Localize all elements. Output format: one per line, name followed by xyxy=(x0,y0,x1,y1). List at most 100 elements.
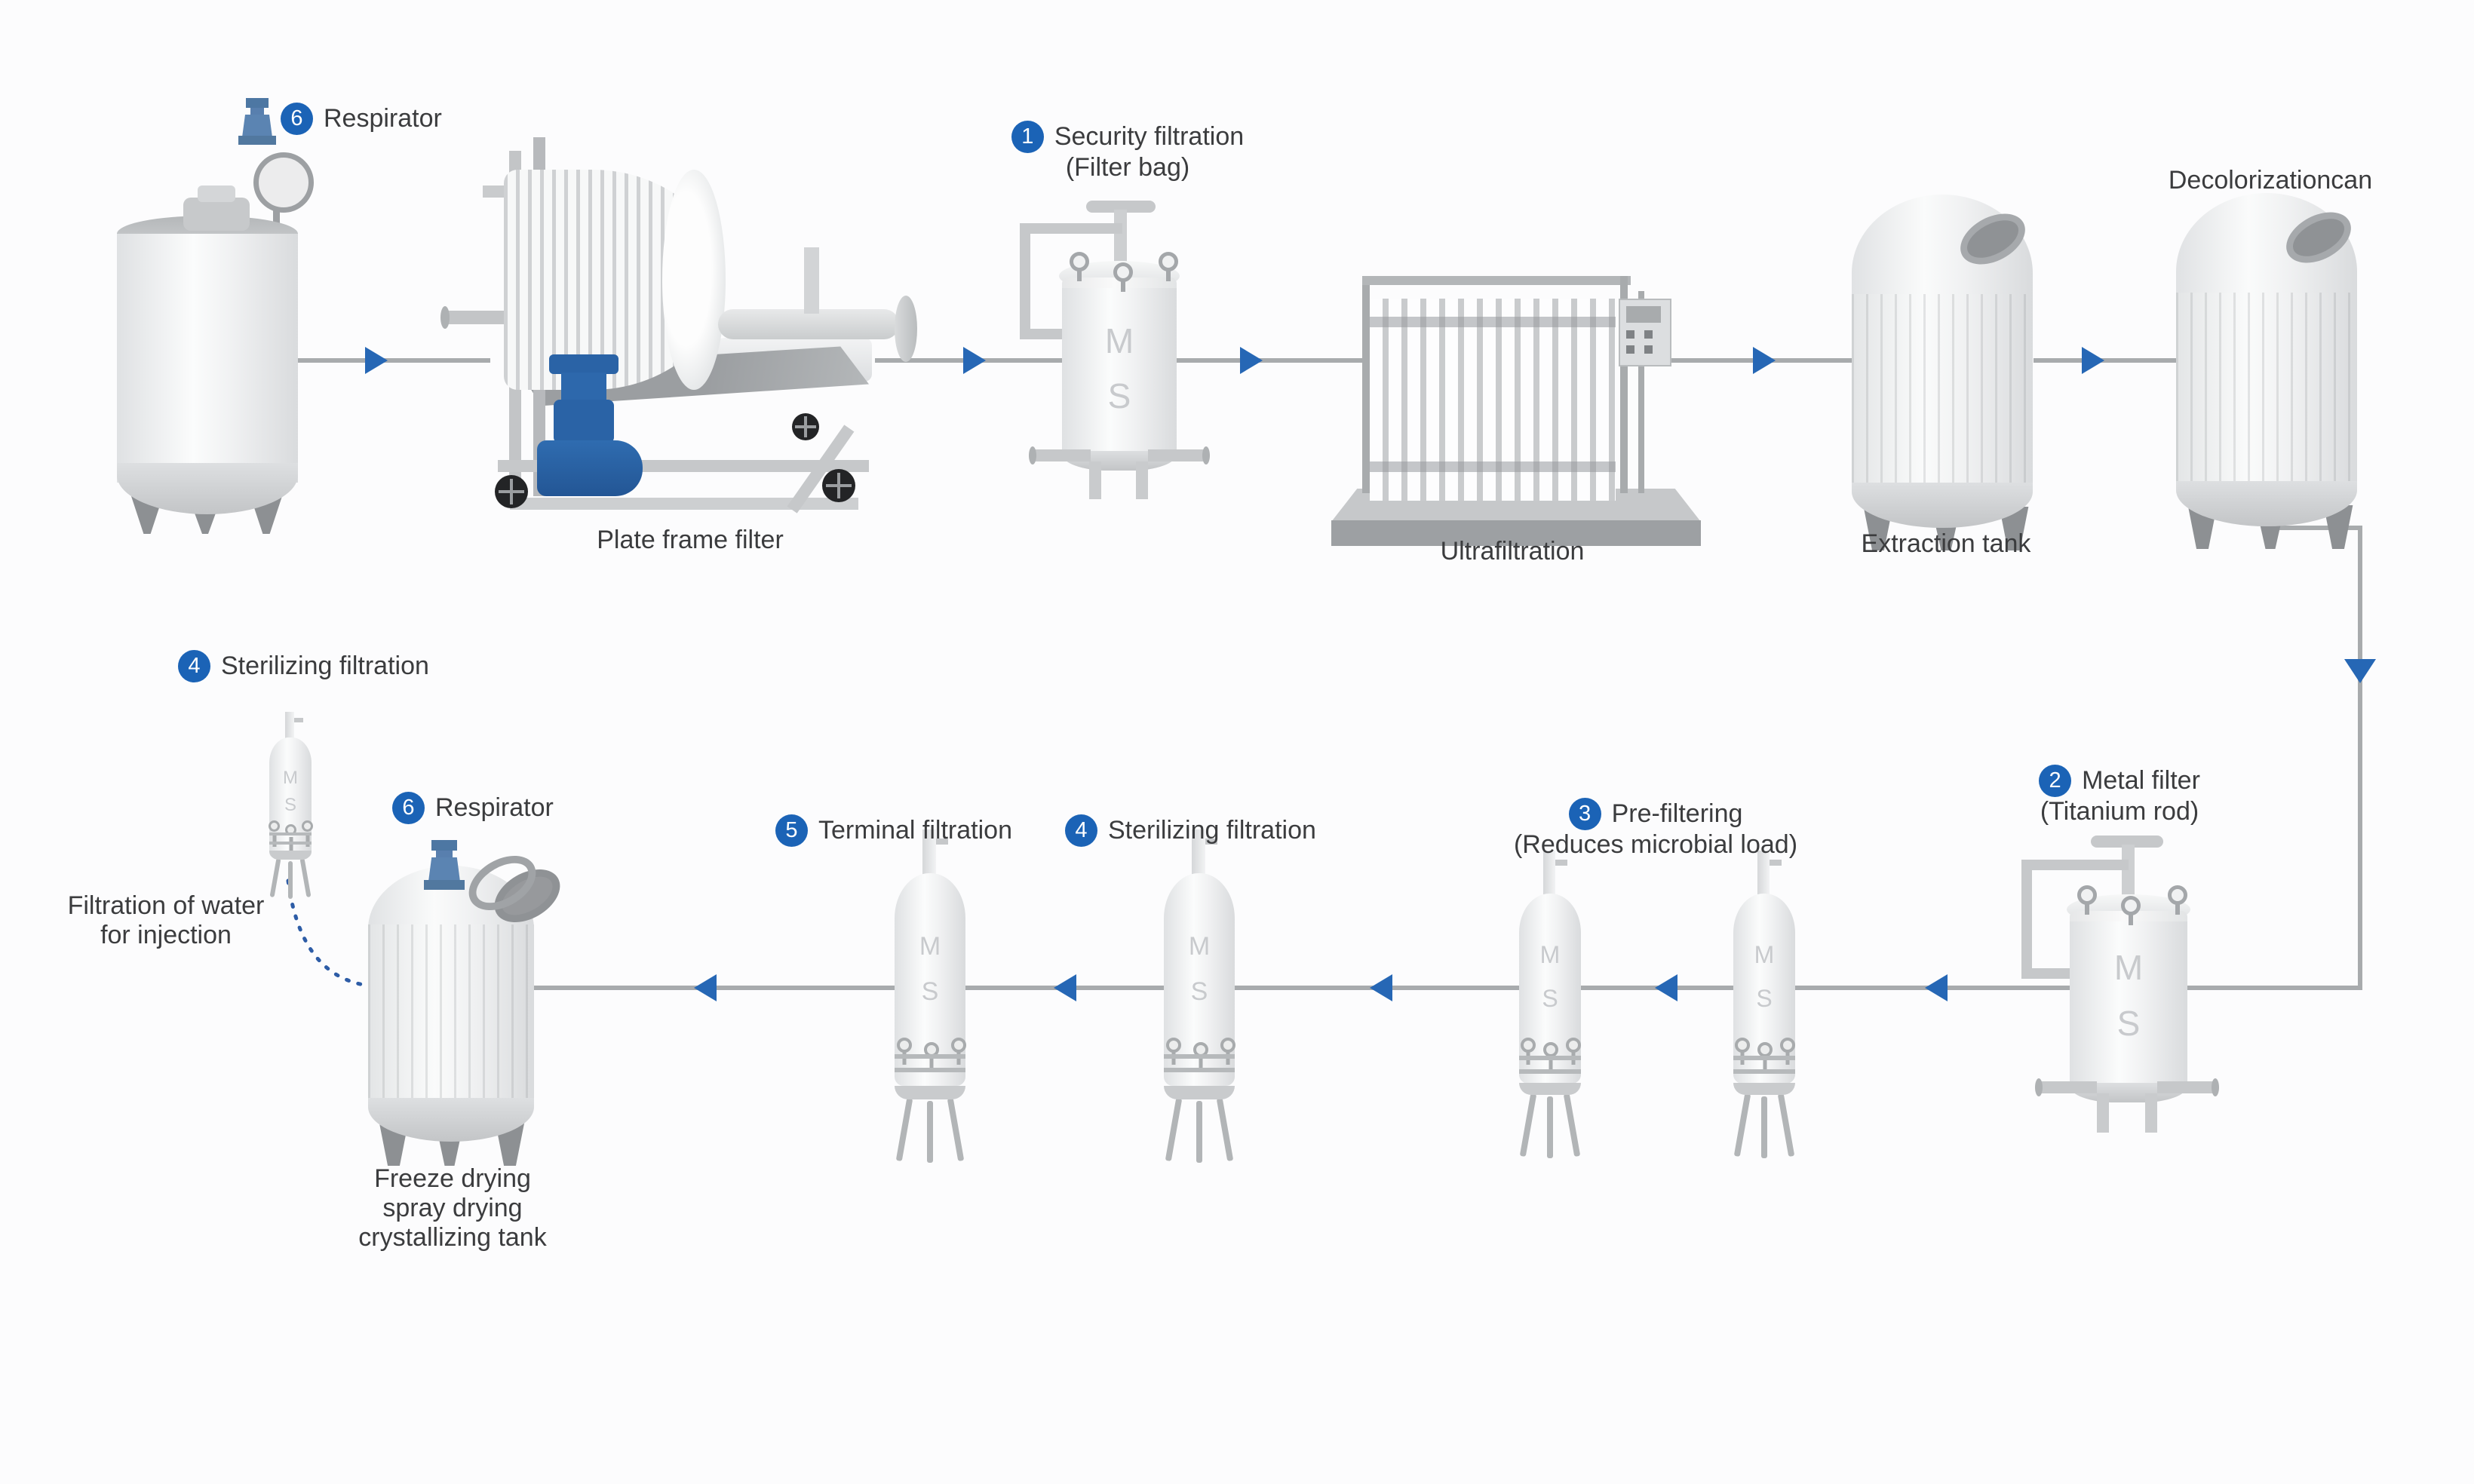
cartridge-clamp xyxy=(951,1038,966,1053)
badge-4: 4 xyxy=(1065,814,1097,847)
clamp-band xyxy=(895,1068,965,1072)
clamp-band xyxy=(1164,1068,1235,1072)
vessel-mark-m: M xyxy=(1104,321,1134,360)
screw-end-knob xyxy=(895,296,917,362)
decolorization-caption: Decolorizationcan xyxy=(2168,166,2373,195)
badge-3: 3 xyxy=(1568,798,1601,830)
tube-band-bottom xyxy=(1370,461,1616,472)
vessel-side-frame xyxy=(2021,860,2032,979)
vessel-leg xyxy=(2145,1093,2157,1133)
vessel-mark-m: M xyxy=(1188,932,1211,961)
vessel-body xyxy=(2070,921,2187,1086)
caster-wheel xyxy=(822,469,855,502)
respirator-icon-neck xyxy=(250,108,264,115)
sterilizing-filtration-title: Sterilizing filtration xyxy=(1108,816,1316,845)
vessel-stub-left xyxy=(2041,1081,2097,1093)
badge-6-top: 6 xyxy=(281,103,313,135)
tank-body xyxy=(1852,294,2033,489)
security-filtration-title: Security filtration xyxy=(1054,122,1245,151)
flow-arrow-left-3 xyxy=(1370,974,1392,1001)
terminal-filtration-label: 5 Terminal filtration xyxy=(775,814,1012,847)
flow-arrow-right-5 xyxy=(2082,347,2104,374)
badge-1: 1 xyxy=(1011,121,1044,153)
caster-wheel xyxy=(792,413,819,440)
vessel-mark-m: M xyxy=(283,768,298,788)
vessel-handle-bar xyxy=(1086,201,1156,213)
cartridge-neck xyxy=(922,829,936,876)
vessel-leg xyxy=(1089,461,1101,499)
tank-body xyxy=(368,924,534,1104)
badge-5: 5 xyxy=(775,814,808,847)
cartridge-neck xyxy=(1543,851,1555,896)
clamp-band xyxy=(895,1054,965,1059)
pump-casing xyxy=(537,440,643,496)
vessel-stub-right xyxy=(2157,1081,2213,1093)
clamp-band xyxy=(1733,1069,1795,1074)
respirator-label-bottom: 6 Respirator xyxy=(392,792,554,824)
badge-4-island: 4 xyxy=(178,650,210,682)
cartridge-clamp xyxy=(897,1038,912,1053)
respirator-label-text: Respirator xyxy=(324,104,442,133)
tank-manhole-nozzle xyxy=(183,198,250,231)
flow-arrow-left-1 xyxy=(1925,974,1948,1001)
metal-filter-title: Metal filter xyxy=(2082,766,2200,795)
flow-arrow-left-2 xyxy=(1655,974,1677,1001)
water-injection-dotted-line xyxy=(286,878,366,987)
respirator-icon-neck xyxy=(436,851,453,857)
lid-clamp xyxy=(2121,896,2141,915)
vessel-mark-s: S xyxy=(284,795,296,815)
island-sterilizing-label: 4 Sterilizing filtration xyxy=(178,650,429,682)
water-injection-note-line1: Filtration of water xyxy=(67,891,265,920)
screw-beam xyxy=(718,309,899,339)
respirator-icon xyxy=(246,98,269,108)
respirator-label-top: 6 Respirator xyxy=(281,103,442,135)
stub-cap xyxy=(2212,1078,2219,1096)
stub-cap xyxy=(1202,446,1210,465)
cartridge-leg xyxy=(1547,1096,1553,1158)
rack-post xyxy=(1638,291,1644,493)
panel-key xyxy=(1644,345,1653,354)
sterilizing-filtration-label: 4 Sterilizing filtration xyxy=(1065,814,1316,847)
cartridge-bottom xyxy=(1519,1083,1581,1095)
cartridge-leg xyxy=(1196,1101,1202,1163)
vessel-mark-s: S xyxy=(1756,985,1773,1012)
cartridge-bottom xyxy=(1733,1083,1795,1095)
vessel-mark-s: S xyxy=(921,977,939,1006)
vessel-side-frame xyxy=(1020,329,1068,339)
vessel-mark-m: M xyxy=(1754,941,1775,968)
cartridge-neck-nub xyxy=(1555,860,1567,866)
respirator-icon-base xyxy=(238,136,276,145)
stack-end-cap xyxy=(662,170,726,390)
vessel-side-frame xyxy=(1020,223,1030,339)
inlet-stub-pipe xyxy=(447,311,516,324)
flow-arrow-right-4 xyxy=(1753,347,1776,374)
cartridge-bottom xyxy=(269,851,312,860)
badge-6-bottom: 6 xyxy=(392,792,425,824)
cartridge-clamp xyxy=(1543,1042,1558,1057)
respirator-icon-body xyxy=(428,857,460,882)
cartridge-clamp xyxy=(1566,1038,1581,1053)
clamp-band xyxy=(1519,1069,1581,1074)
vessel-side-frame xyxy=(1020,223,1122,234)
vessel-body xyxy=(1062,288,1177,455)
clamp-band xyxy=(269,842,312,845)
cartridge-neck xyxy=(1192,829,1205,876)
cartridge-leg xyxy=(1761,1096,1767,1158)
stub-cap xyxy=(2035,1078,2043,1096)
flow-arrow-left-5 xyxy=(694,974,717,1001)
rack-post xyxy=(1620,276,1628,493)
freeze-caption-line3: crystallizing tank xyxy=(358,1223,547,1252)
cartridge-clamp xyxy=(302,820,313,832)
water-injection-note-line2: for injection xyxy=(100,921,232,949)
respirator-icon xyxy=(431,840,457,851)
flow-arrow-right-3 xyxy=(1240,347,1263,374)
pump-body xyxy=(554,400,614,443)
respirator-icon-base xyxy=(424,880,465,890)
metal-filter-label: 2 Metal filter (Titanium rod) xyxy=(1991,765,2248,826)
tank-body xyxy=(117,234,298,483)
gauge-stem xyxy=(273,202,280,235)
vessel-mark-s: S xyxy=(1107,376,1131,415)
badge-2: 2 xyxy=(2039,765,2072,797)
vessel-leg xyxy=(1136,461,1148,499)
